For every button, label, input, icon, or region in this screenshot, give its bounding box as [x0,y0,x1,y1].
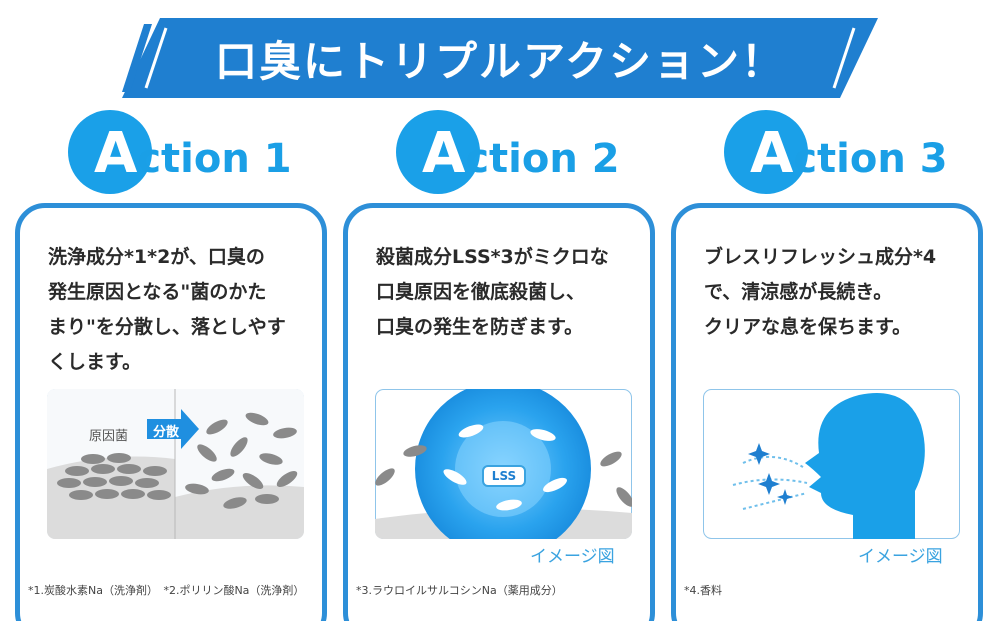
action-2-label: ction 2 [465,136,620,182]
action-2-circle [396,110,480,194]
banner: 口臭にトリプルアクション！ [122,18,878,98]
action-2-line: 口臭の発生を防ぎます。 [376,316,584,338]
action-2-line: 殺菌成分LSS*3がミクロな [376,246,609,268]
action-1-line: くします。 [48,351,142,373]
action-1-circle [68,110,152,194]
action-1-line: まり"を分散し、落としやす [48,316,286,338]
action-1-line: 洗浄成分*1*2が、口臭の [48,246,265,268]
action-3-circle [724,110,808,194]
action-1-letter: A [94,121,138,186]
action-1-card: 洗浄成分*1*2が、口臭の 発生原因となる"菌のかた まり"を分散し、落としやす… [15,203,327,621]
banner-title: 口臭にトリプルアクション！ [215,36,785,86]
action-3-footnote: *4.香料 [684,584,722,597]
action-1-line: 発生原因となる"菌のかた [48,281,267,303]
action-2-image-note: イメージ図 [530,547,615,567]
action-1-illustration: 原因菌 分散 [47,389,304,539]
action-1-footnote: *1.炭酸水素Na（洗浄剤） *2.ポリリン酸Na（洗浄剤） [28,584,305,597]
action-1-description: 洗浄成分*1*2が、口臭の 発生原因となる"菌のかた まり"を分散し、落としやす… [48,240,310,380]
action-1-heading: Action 1 [68,110,348,194]
action-2-heading: Action 2 [396,110,676,194]
action-3-description: ブレスリフレッシュ成分*4 で、清涼感が長続き。 クリアな息を保ちます。 [704,240,966,345]
action-2-footnote: *3.ラウロイルサルコシンNa（薬用成分） [356,584,563,597]
action-1-label: ction 1 [137,136,292,182]
action-2-card: 殺菌成分LSS*3がミクロな 口臭原因を徹底殺菌し、 口臭の発生を防ぎます。 [343,203,655,621]
action-3-card: ブレスリフレッシュ成分*4 で、清涼感が長続き。 クリアな息を保ちます。 イメー [671,203,983,621]
action-3-line: クリアな息を保ちます。 [704,316,912,338]
action-3-letter: A [750,121,794,186]
action-2-illustration: LSS [375,389,632,539]
bacteria-label: 原因菌 [89,429,129,444]
action-2-line: 口臭原因を徹底殺菌し、 [376,281,586,303]
action-3-image-note: イメージ図 [858,547,943,567]
action-2-description: 殺菌成分LSS*3がミクロな 口臭原因を徹底殺菌し、 口臭の発生を防ぎます。 [376,240,638,345]
banner-background [122,18,878,98]
action-3-heading: Action 3 [724,110,1000,194]
action-3-line: ブレスリフレッシュ成分*4 [704,246,937,268]
disperse-label: 分散 [153,425,180,440]
action-2-letter: A [422,121,466,186]
action-3-illustration [703,389,960,539]
action-3-label: ction 3 [793,136,948,182]
action-3-line: で、清涼感が長続き。 [704,281,893,303]
lss-badge: LSS [482,465,526,487]
